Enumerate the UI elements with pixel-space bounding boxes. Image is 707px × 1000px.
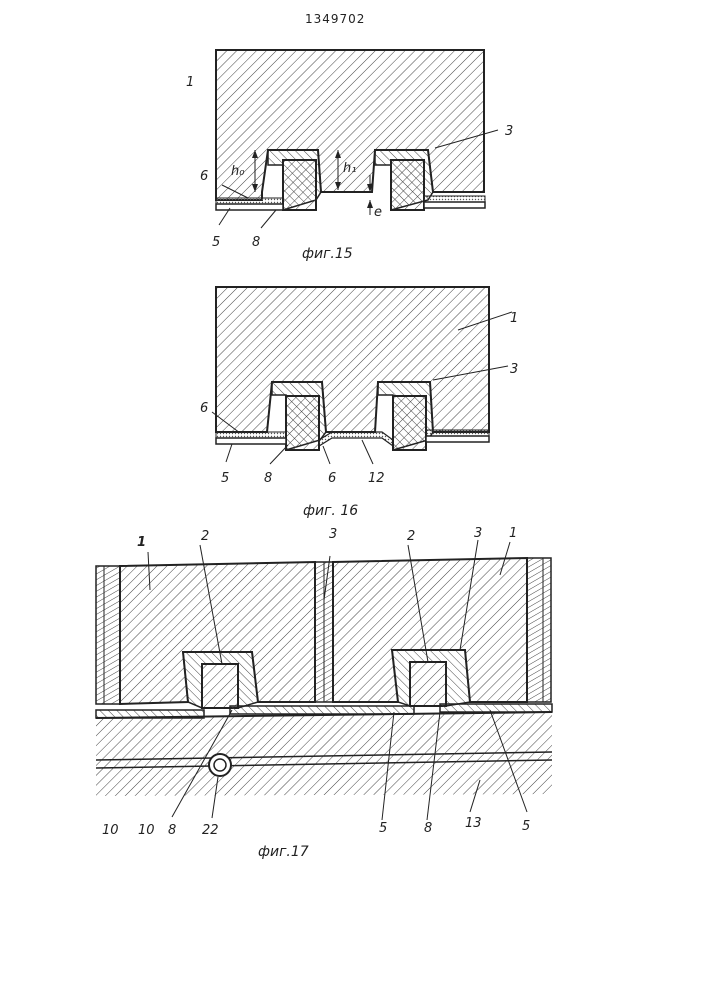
- fig15-core-left: [283, 160, 316, 210]
- fig16-core-right: [393, 396, 426, 450]
- fig17-label-insert-mid: 3: [329, 527, 337, 542]
- fig15-label-h0: h₀: [231, 164, 245, 179]
- fig16-label-body: 1: [510, 311, 518, 326]
- figure-15: 1 3 6 5 8 h₀ h₁ e фиг.15: [186, 50, 513, 262]
- fig17-core-left: [202, 664, 238, 708]
- fig15-label-body: 1: [186, 75, 194, 90]
- fig16-dotted-layer-left: [216, 432, 286, 438]
- fig17-label-slot-left: 2: [201, 529, 209, 544]
- fig17-label-pipe: 22: [202, 823, 219, 838]
- fig17-wall-right: [527, 558, 551, 702]
- fig16-label-layer-dotted: 6: [200, 401, 208, 416]
- fig15-core-right: [391, 160, 424, 210]
- fig16-label-insert: 3: [510, 362, 518, 377]
- fig16-body: [216, 287, 489, 432]
- fig17-label-core-right: 8: [424, 821, 432, 836]
- fig15-label-e: e: [374, 205, 382, 220]
- fig17-caption: фиг.17: [258, 844, 309, 860]
- fig16-dotted-layer-right: [426, 430, 489, 436]
- fig17-label-insert-right: 3: [474, 526, 482, 541]
- fig17-substrate: [96, 712, 552, 796]
- fig17-plate-right: [440, 704, 552, 712]
- fig15-label-core: 8: [252, 235, 260, 250]
- fig16-strip: [319, 432, 393, 446]
- fig16-caption: фиг. 16: [303, 503, 358, 519]
- fig15-body: [216, 50, 484, 200]
- fig15-dotted-layer-right: [424, 196, 485, 202]
- fig15-caption: фиг.15: [302, 246, 353, 262]
- fig17-label-layer-a: 5: [379, 821, 387, 836]
- fig16-base-layer-left: [216, 438, 286, 444]
- fig15-label-h1: h₁: [343, 161, 356, 176]
- figure-17: 1 2 3 2 3 1 10 10 8 22 5 8 13 5 фиг.17: [96, 526, 552, 860]
- fig17-label-layer-b: 5: [522, 819, 530, 834]
- fig15-label-layer-dotted: 6: [200, 169, 208, 184]
- fig16-label-core: 8: [264, 471, 272, 486]
- fig17-label-body-right: 1: [509, 526, 517, 541]
- fig17-label-base-a: 10: [102, 823, 119, 838]
- fig17-label-core-left: 8: [168, 823, 176, 838]
- fig15-base-layer-left: [216, 204, 283, 210]
- figure-16: 1 3 6 5 8 6 12 фиг. 16: [200, 287, 518, 519]
- fig15-dotted-layer-left: [216, 198, 283, 204]
- fig17-plate-mid: [230, 706, 414, 714]
- fig17-pipe: [209, 754, 231, 776]
- fig15-base-layer-right: [424, 202, 485, 208]
- fig17-label-slot-right: 2: [407, 529, 415, 544]
- fig16-label-layer-mid: 6: [328, 471, 336, 486]
- fig17-wall-left: [96, 566, 120, 704]
- fig17-label-body-left: 1: [137, 535, 146, 550]
- fig16-label-layer-base: 5: [221, 471, 229, 486]
- fig17-label-substrate: 13: [465, 816, 482, 831]
- fig17-core-right: [410, 662, 446, 706]
- fig16-label-strip: 12: [368, 471, 385, 486]
- fig15-label-insert: 3: [505, 124, 513, 139]
- fig17-label-base-b: 10: [138, 823, 155, 838]
- fig16-base-layer-right: [426, 436, 489, 442]
- fig15-label-layer-base: 5: [212, 235, 220, 250]
- fig16-core-left: [286, 396, 319, 450]
